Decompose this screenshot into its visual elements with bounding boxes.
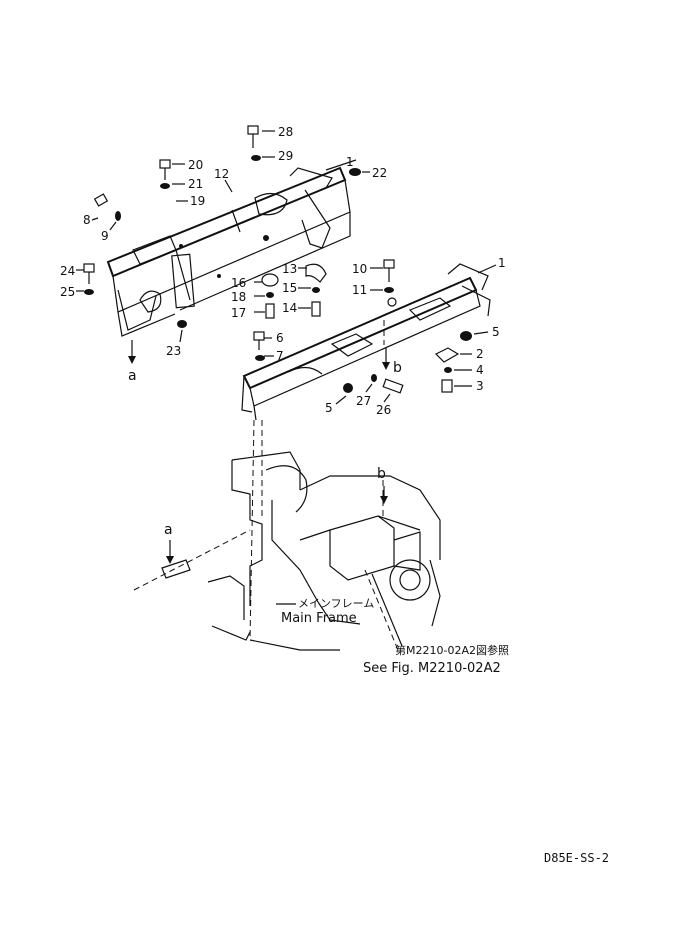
part-label-12: 12 bbox=[214, 167, 229, 181]
leader-lines bbox=[76, 130, 497, 647]
main-frame-label-en: Main Frame bbox=[281, 611, 357, 626]
part-label-26: 26 bbox=[376, 403, 391, 417]
see-fig-label-jp: 第M2210-02A2図参照 bbox=[395, 643, 509, 657]
part-label-22: 22 bbox=[372, 166, 387, 180]
part-label-2: 2 bbox=[476, 347, 484, 361]
part-label-25: 25 bbox=[60, 285, 75, 299]
part-label-17: 17 bbox=[231, 306, 246, 320]
part-label-28: 28 bbox=[278, 125, 293, 139]
part-label-1-top: 1 bbox=[346, 155, 354, 169]
lower-right-bracket bbox=[241, 263, 491, 421]
part-label-10: 10 bbox=[352, 262, 367, 276]
part-labels: 28 29 20 21 12 19 1 22 8 9 24 25 23 16 1… bbox=[60, 125, 506, 417]
part-label-23: 23 bbox=[166, 344, 181, 358]
part-label-8: 8 bbox=[83, 213, 91, 227]
see-fig-label-en: See Fig. M2210-02A2 bbox=[363, 661, 501, 676]
reference-markers: a b a b bbox=[128, 360, 402, 538]
part-label-3: 3 bbox=[476, 379, 484, 393]
annotations: メインフレーム Main Frame 第M2210-02A2図参照 See Fi… bbox=[281, 597, 509, 676]
part-label-19: 19 bbox=[190, 194, 205, 208]
part-label-5-bottom: 5 bbox=[325, 401, 333, 415]
marker-b-upper: b bbox=[393, 360, 402, 376]
part-label-7: 7 bbox=[276, 349, 284, 363]
marker-a-lower: a bbox=[164, 522, 173, 538]
part-label-16: 16 bbox=[231, 276, 246, 290]
part-label-18: 18 bbox=[231, 290, 246, 304]
upper-left-bracket bbox=[106, 166, 351, 337]
main-frame bbox=[207, 451, 441, 651]
part-label-14: 14 bbox=[282, 301, 297, 315]
part-label-29: 29 bbox=[278, 149, 293, 163]
marker-b-lower: b bbox=[377, 466, 386, 482]
marker-a-upper: a bbox=[128, 368, 137, 384]
projection-lines bbox=[133, 320, 399, 651]
part-label-21: 21 bbox=[188, 177, 203, 191]
drawing-code: D85E-SS-2 bbox=[544, 851, 609, 865]
part-label-4: 4 bbox=[476, 363, 484, 377]
part-label-9: 9 bbox=[101, 229, 109, 243]
part-label-1-right: 1 bbox=[498, 256, 506, 270]
part-label-20: 20 bbox=[188, 158, 203, 172]
part-label-5-right: 5 bbox=[492, 325, 500, 339]
part-label-27: 27 bbox=[356, 394, 371, 408]
part-label-13: 13 bbox=[282, 262, 297, 276]
part-label-6: 6 bbox=[276, 331, 284, 345]
part-label-11: 11 bbox=[352, 283, 367, 297]
part-label-24: 24 bbox=[60, 264, 75, 278]
part-label-15: 15 bbox=[282, 281, 297, 295]
fasteners bbox=[83, 125, 472, 394]
main-frame-label-jp: メインフレーム bbox=[298, 597, 374, 610]
